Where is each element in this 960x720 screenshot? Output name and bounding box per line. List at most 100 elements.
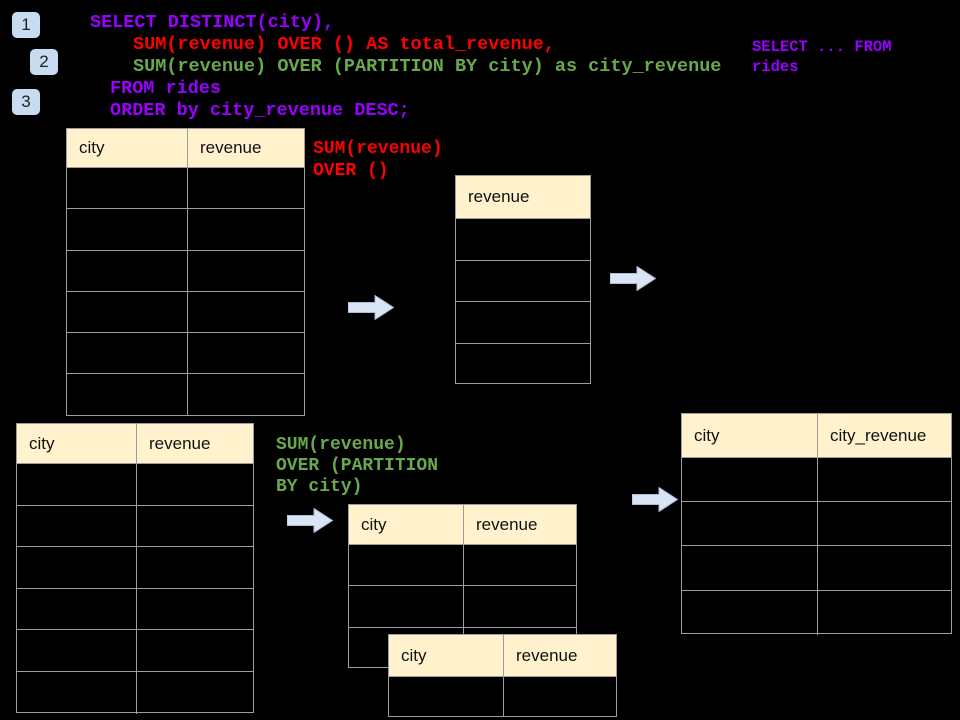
table-row [67,374,304,416]
table-header-row: city revenue [17,424,253,464]
arrow-right-icon [632,487,678,512]
table-cell [17,505,137,547]
table-row [67,209,304,251]
column-header: revenue [476,514,538,534]
side-note-line-1: SELECT ... FROM [752,38,892,56]
table-cell [818,591,951,635]
table-cell [137,547,253,588]
table-row [17,588,253,631]
sql-line-select: SELECT DISTINCT(city), [90,12,335,33]
table-cell [349,545,464,586]
annotation-partition-line-1: SUM(revenue) [276,435,406,455]
column-header: city [349,505,464,544]
table-row [456,219,590,261]
table-cell [456,261,590,302]
column-header: city [389,635,504,676]
table-header-row: city revenue [349,505,576,545]
table-row [67,250,304,292]
sql-line-total-revenue: SUM(revenue) OVER () AS total_revenue, [133,34,555,55]
column-header: city [682,414,818,457]
table-cell [67,209,188,250]
table-partition-back: city revenue [388,634,617,717]
table-row [456,344,590,386]
table-cell [137,589,253,630]
table-row [67,333,304,375]
table-cell [17,671,137,714]
table-row [682,590,951,635]
table-row [67,291,304,334]
table-cell [389,677,504,717]
table-cell [818,546,951,589]
table-cell [188,333,304,373]
table-header-row: city city_revenue [682,414,951,458]
table-header-row: revenue [456,176,590,219]
table-cell [682,590,818,635]
arrow-right-icon [287,508,333,533]
step-badge-2: 2 [30,49,58,75]
table-cell [67,168,188,209]
table-city-revenue: city city_revenue [681,413,952,635]
table-partition-front: city revenue [348,504,577,669]
table-cell [818,502,951,545]
table-row [389,677,616,717]
table-source-bottom: city revenue [16,423,254,714]
table-cell [67,291,188,333]
side-note-line-2: rides [752,58,799,76]
table-row [456,261,590,302]
table-cell [682,546,818,590]
column-header: revenue [200,138,262,157]
step-badge-3: 3 [12,89,40,115]
table-cell [456,302,590,343]
column-header: city [17,424,137,463]
table-row [17,464,253,506]
annotation-partition-line-2: OVER (PARTITION [276,456,439,476]
sql-line-from: FROM rides [110,78,222,99]
column-header: revenue [149,433,211,453]
table-row [456,302,590,344]
annotation-total-line-1: SUM(revenue) [313,139,443,159]
table-total-revenue: revenue [455,175,591,384]
column-header: city_revenue [830,425,927,445]
table-cell [818,458,951,501]
table-cell [682,502,818,546]
table-cell [682,458,818,502]
table-cell [17,630,137,671]
table-cell [188,209,304,249]
arrow-right-icon [348,295,394,320]
table-cell [504,677,616,717]
column-header: revenue [516,645,578,665]
sql-line-order-by: ORDER by city_revenue DESC; [110,100,410,121]
annotation-partition-line-3: BY city) [276,477,363,497]
table-cell [137,672,253,714]
table-cell [137,506,253,547]
table-row [17,630,253,672]
table-cell [67,333,188,374]
sql-line-partition: SUM(revenue) OVER (PARTITION BY city) as… [133,56,722,77]
table-cell [349,586,464,627]
table-row [17,671,253,714]
table-row [349,545,576,587]
table-row [682,502,951,547]
table-cell [17,547,137,588]
table-row [682,546,951,591]
annotation-total-line-2: OVER () [313,161,389,181]
column-header: revenue [468,187,530,206]
step-badge-1: 1 [12,12,40,38]
table-cell [188,292,304,332]
table-cell [456,344,590,386]
table-row [17,505,253,548]
table-cell [464,545,576,585]
table-cell [137,464,253,505]
table-cell [188,168,304,208]
table-cell [188,374,304,415]
table-header-row: city revenue [389,635,616,677]
table-cell [17,464,137,505]
table-cell [67,250,188,291]
table-cell [67,374,188,416]
table-cell [464,586,576,626]
table-cell [188,251,304,291]
arrow-right-icon [610,266,656,291]
